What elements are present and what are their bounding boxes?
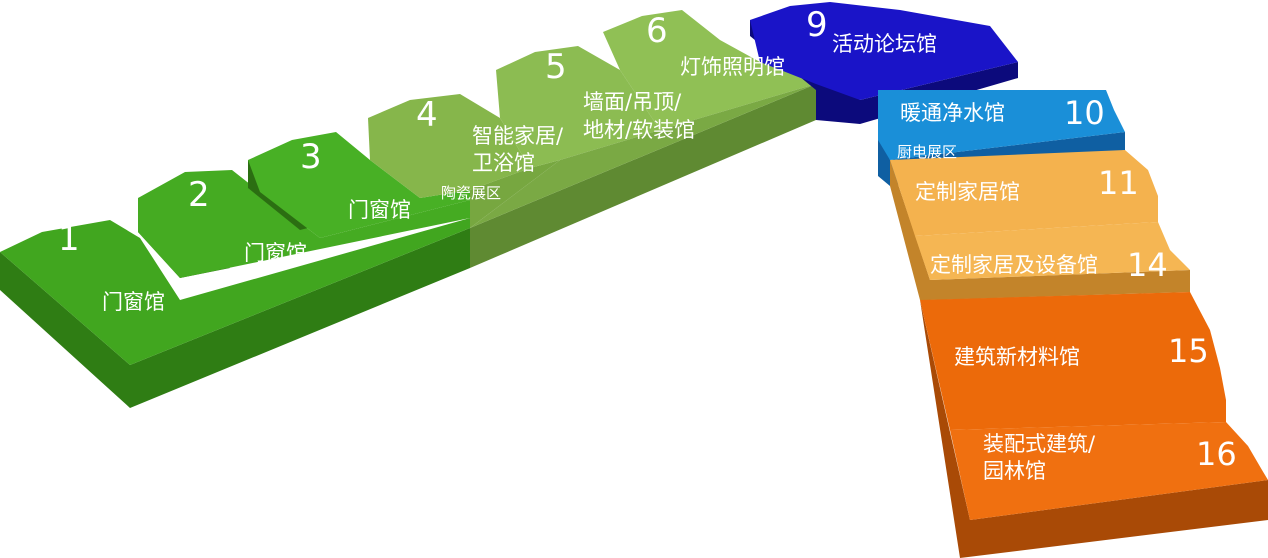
hall-14-name: 定制家居及设备馆 [930, 253, 1098, 277]
hall-5-name-line1: 墙面/吊顶/ [583, 90, 682, 114]
hall-9-number: 9 [806, 5, 828, 45]
hall-9-side [750, 20, 1018, 124]
hall-3-block[interactable] [248, 132, 470, 238]
hall-6-number: 6 [646, 11, 668, 51]
orange-side [920, 300, 1268, 558]
hall-14-number: 14 [1127, 246, 1168, 284]
hall-3-name: 门窗馆 [348, 198, 411, 222]
green-wing [0, 132, 470, 408]
hall-14-block[interactable] [915, 222, 1190, 280]
hall-1-name: 门窗馆 [102, 290, 165, 314]
hall-9-group [750, 2, 1018, 124]
hall-2-name: 门窗馆 [244, 241, 307, 265]
yellow-side [890, 160, 1190, 300]
hall-3-number: 3 [300, 137, 322, 177]
hall-16-number: 16 [1196, 435, 1237, 473]
hall-16-name-line1: 装配式建筑/ [983, 432, 1096, 456]
hall-9-name: 活动论坛馆 [832, 32, 937, 56]
hall-4-name-line1: 智能家居/ [472, 124, 564, 148]
hall-5-block[interactable] [496, 46, 660, 168]
hall-11-name: 定制家居馆 [915, 180, 1020, 204]
hall-4-name-line2: 卫浴馆 [472, 151, 535, 175]
hall-16-name-line2: 园林馆 [983, 459, 1046, 483]
hall-4-number: 4 [416, 95, 438, 135]
yellow-wing [890, 150, 1190, 300]
hall-9-block[interactable] [750, 2, 1018, 100]
hall-10-block[interactable] [878, 90, 1125, 160]
hall-11-block[interactable] [890, 150, 1158, 236]
light-green-front [470, 84, 816, 228]
hall-10-number: 10 [1064, 94, 1105, 132]
hall-1-side [0, 228, 470, 408]
hall-2-number: 2 [188, 175, 210, 215]
hall-4-sub: 陶瓷展区 [441, 184, 501, 202]
labels: 1 门窗馆 2 门窗馆 3 门窗馆 4 智能家居/ 卫浴馆 陶瓷展区 5 墙面/… [58, 5, 1237, 483]
light-green-wing [368, 10, 816, 268]
hall-15-number: 15 [1168, 332, 1209, 370]
orange-wing [920, 292, 1268, 558]
hall-6-block[interactable] [603, 10, 816, 130]
hall-6-name: 灯饰照明馆 [680, 55, 785, 79]
hall-10-sub: 厨电展区 [897, 143, 957, 161]
hall-2-block[interactable] [138, 170, 470, 278]
hall-16-block[interactable] [950, 422, 1268, 520]
hall-4-block[interactable] [368, 94, 530, 198]
hall-11-number: 11 [1098, 164, 1139, 202]
hall-5-number: 5 [545, 47, 567, 87]
light-green-side [470, 84, 816, 268]
hall-5-name-line2: 地材/软装馆 [583, 118, 695, 142]
hall-15-name: 建筑新材料馆 [954, 345, 1080, 369]
hall-1-number: 1 [58, 219, 80, 259]
hall-15-block[interactable] [920, 292, 1226, 430]
hall-1-block[interactable] [0, 218, 470, 365]
hall-10-name: 暖通净水馆 [900, 101, 1005, 125]
